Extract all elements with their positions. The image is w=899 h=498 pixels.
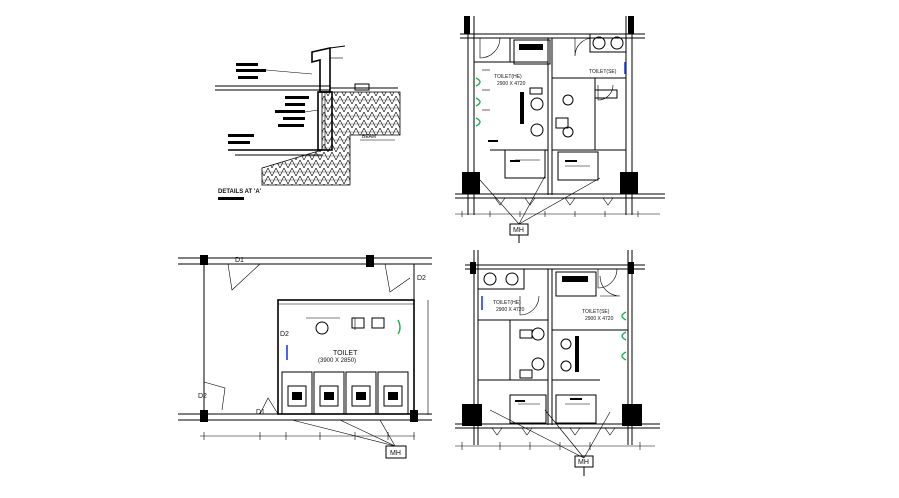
door-d2-inner: D2 [280, 331, 289, 338]
manhole-label: MH [513, 227, 524, 234]
beam-label: BEAM [362, 134, 376, 140]
manhole-label: MH [578, 459, 589, 466]
room-label: TOILET [333, 350, 358, 357]
detail-title: DETAILS AT 'A' [218, 189, 262, 195]
plan-top: MH TOILET(HE) 2900 X 4720 TOILET(SE) [455, 16, 665, 243]
room2-label: TOILET(SE) [582, 309, 610, 315]
room2-size: 2900 X 4720 [585, 316, 614, 322]
door-d2-right: D2 [417, 275, 426, 282]
door-d1-top: D1 [235, 257, 244, 264]
room-size: (3900 X 2850) [318, 358, 356, 364]
earth-hatch [261, 91, 401, 186]
door-d2-left: D2 [198, 393, 207, 400]
room2-label: TOILET(SE) [589, 69, 617, 75]
manhole-label: MH [390, 450, 401, 457]
room-size: 2900 X 4720 [496, 307, 525, 313]
room-size: 2900 X 4720 [497, 81, 526, 87]
room-label: TOILET(HE) [494, 74, 522, 80]
room-label: TOILET(HE) [493, 300, 521, 306]
manhole-box [385, 445, 407, 459]
plan-left: MH D1 D2 D2 D2 D1 TOILET (3900 X 2850) [178, 255, 432, 459]
plan-bottom: MH TOILET(HE) 2900 X 4720 TOILET(SE) 290… [455, 250, 660, 476]
detail-a: BEAM DETAILS AT 'A' [215, 45, 401, 200]
door-d1-bottom: D1 [256, 409, 265, 416]
